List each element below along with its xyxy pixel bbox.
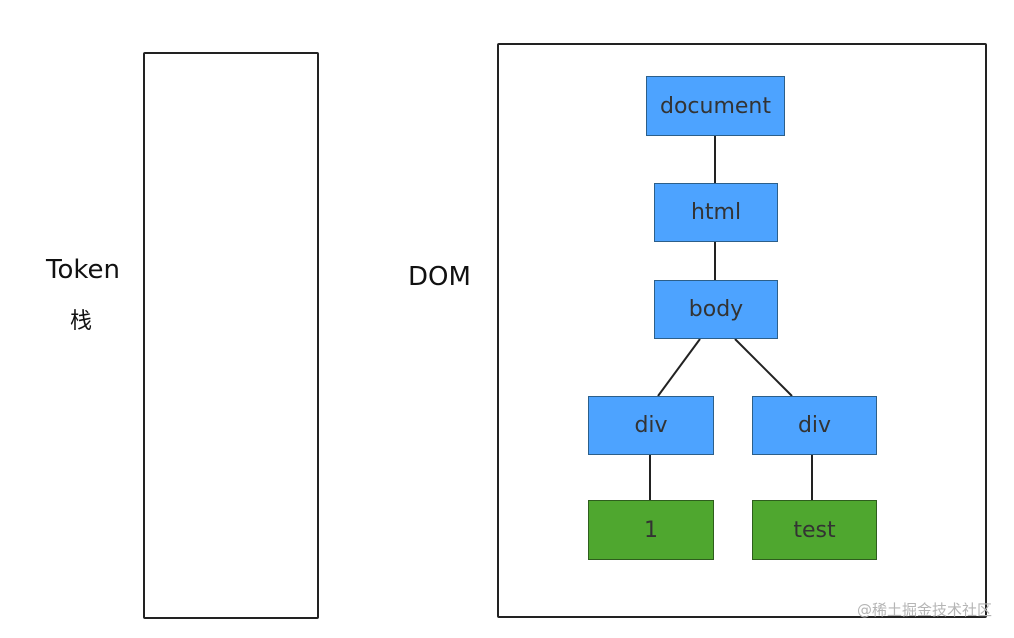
- dom-tree-box: [497, 43, 987, 618]
- node-div-left: div: [588, 396, 714, 455]
- dom-label: DOM: [408, 262, 471, 292]
- node-html: html: [654, 183, 778, 242]
- node-document: document: [646, 76, 785, 136]
- stack-label: 栈: [70, 309, 93, 334]
- node-text-1: 1: [588, 500, 714, 560]
- node-text-test: test: [752, 500, 877, 560]
- token-stack-box: [143, 52, 319, 619]
- token-label: Token: [46, 255, 120, 285]
- node-div-right: div: [752, 396, 877, 455]
- edge-body-div-left: [657, 338, 701, 397]
- watermark: @稀土掘金技术社区: [856, 601, 992, 619]
- node-body: body: [654, 280, 778, 339]
- edge-body-div-right: [734, 338, 793, 397]
